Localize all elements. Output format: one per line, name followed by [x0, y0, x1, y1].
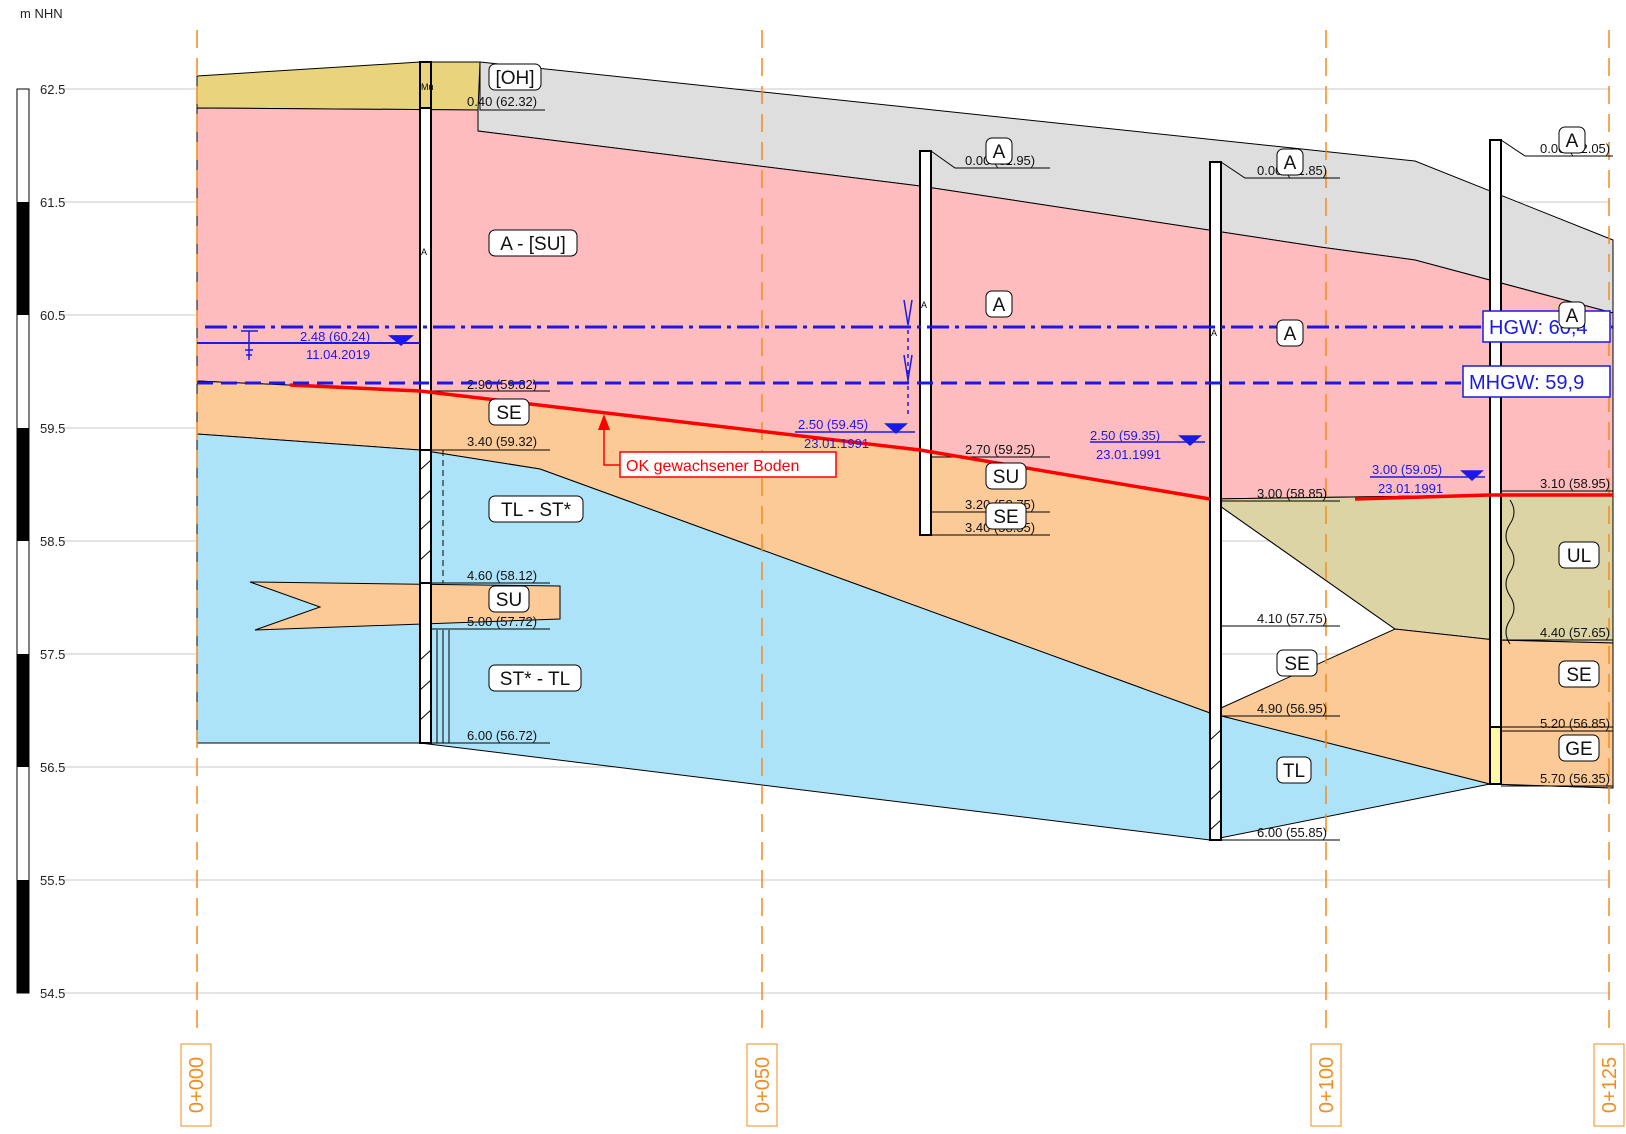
soil-label: A — [993, 295, 1006, 316]
water-level-date: 23.01.1991 — [804, 436, 869, 451]
soil-label: A — [1284, 153, 1297, 174]
station-label: 0+000 — [186, 1057, 208, 1113]
soil-label: A — [1566, 306, 1579, 327]
depth-label: 4.40 (57.65) — [1540, 625, 1610, 640]
soil-label: TL — [1283, 761, 1305, 782]
depth-label: 5.20 (56.85) — [1540, 716, 1610, 731]
soil-label: SE — [1566, 665, 1591, 686]
depth-label: 2.70 (59.25) — [965, 442, 1035, 457]
depth-leader-lines — [431, 61, 1613, 841]
elevation-tick-label: 55.5 — [40, 873, 65, 888]
soil-label: ST* - TL — [500, 669, 570, 690]
water-level-depth: 2.48 (60.24) — [300, 329, 370, 344]
soil-label: A - [SU] — [500, 234, 565, 255]
column-mark: Mu — [421, 82, 434, 92]
station-label: 0+100 — [1316, 1057, 1338, 1113]
depth-label: 3.40 (59.32) — [467, 434, 537, 449]
water-level-depth: 3.00 (59.05) — [1372, 462, 1442, 477]
lens-sand-SU — [249, 581, 561, 631]
depth-label: 6.00 (56.72) — [467, 728, 537, 743]
water-level-date: 23.01.1991 — [1096, 447, 1161, 462]
depth-label: 5.70 (56.35) — [1540, 771, 1610, 786]
depth-label: 5.00 (57.72) — [467, 614, 537, 629]
elevation-tick-label: 62.5 — [40, 82, 65, 97]
soil-label: SE — [496, 403, 521, 424]
column-mark: A — [421, 247, 427, 257]
depth-label: 3.10 (58.95) — [1540, 476, 1610, 491]
column-mark: A — [1211, 328, 1217, 338]
design-level-labels: HGW: 60,4 MHGW: 59,9 — [1462, 310, 1611, 398]
column-mark: A — [921, 300, 927, 310]
soil-label: UL — [1567, 546, 1591, 567]
depth-label: 6.00 (55.85) — [1257, 825, 1327, 840]
station-labels: 0+000 0+050 0+100 0+125 — [180, 1043, 1625, 1127]
water-level-depth: 2.50 (59.45) — [798, 417, 868, 432]
depth-label: 4.10 (57.75) — [1257, 611, 1327, 626]
depth-label: 3.00 (58.85) — [1257, 486, 1327, 501]
elevation-tick-label: 54.5 — [40, 986, 65, 1001]
grown-soil-line — [289, 383, 1211, 501]
water-level-markers — [197, 299, 1485, 482]
station-label: 0+050 — [752, 1057, 774, 1113]
station-label: 0+125 — [1599, 1057, 1621, 1113]
soil-type-labels: [OH] A - [SU] SE TL - ST* SU ST* - TL A … — [488, 63, 1600, 784]
soil-label: A — [1284, 324, 1297, 345]
soil-label: SE — [993, 507, 1018, 528]
grown-soil-line-right — [1354, 493, 1613, 501]
borehole-4 — [1489, 139, 1502, 785]
elevation-tick-label: 59.5 — [40, 421, 65, 436]
elevation-tick-label: 61.5 — [40, 195, 65, 210]
borehole-1 — [419, 61, 432, 744]
soil-label: A — [1566, 131, 1579, 152]
soil-layers — [196, 61, 1614, 841]
elevation-tick-label: 56.5 — [40, 760, 65, 775]
depth-label: 2.90 (59.82) — [467, 377, 537, 392]
elevation-tick-label: 60.5 — [40, 308, 65, 323]
water-level-depth: 2.50 (59.35) — [1090, 428, 1160, 443]
soil-label: TL - ST* — [501, 500, 572, 521]
water-level-labels: 2.48 (60.24) 11.04.2019 2.50 (59.45) 23.… — [300, 329, 1443, 496]
elevation-tick-label: 57.5 — [40, 647, 65, 662]
water-level-date: 23.01.1991 — [1378, 481, 1443, 496]
elevation-scale-bar — [16, 88, 30, 994]
elevation-tick-label: 58.5 — [40, 534, 65, 549]
mhgw-label: MHGW: 59,9 — [1469, 372, 1584, 394]
column-marks: Mu A A A — [421, 82, 1217, 338]
water-level-date: 11.04.2019 — [306, 347, 370, 362]
elevation-tick-labels: 62.5 61.5 60.5 59.5 58.5 57.5 56.5 55.5 … — [40, 82, 65, 1001]
soil-label: A — [993, 142, 1006, 163]
borehole-columns — [419, 61, 1515, 841]
grown-soil-label: OK gewachsener Boden — [626, 458, 799, 475]
depth-label: 4.60 (58.12) — [467, 568, 537, 583]
layer-topsoil-OH — [196, 61, 481, 111]
axis-unit-label: m NHN — [20, 6, 63, 21]
grown-soil-annotation: OK gewachsener Boden — [598, 414, 837, 478]
soil-label: SE — [1284, 654, 1309, 675]
soil-label: [OH] — [495, 68, 534, 89]
depth-label: 4.90 (56.95) — [1257, 701, 1327, 716]
depth-label: 0.40 (62.32) — [467, 94, 537, 109]
soil-label: SU — [496, 590, 522, 611]
soil-label: GE — [1565, 739, 1592, 760]
soil-label: SU — [993, 467, 1019, 488]
borehole-2 — [919, 150, 932, 536]
